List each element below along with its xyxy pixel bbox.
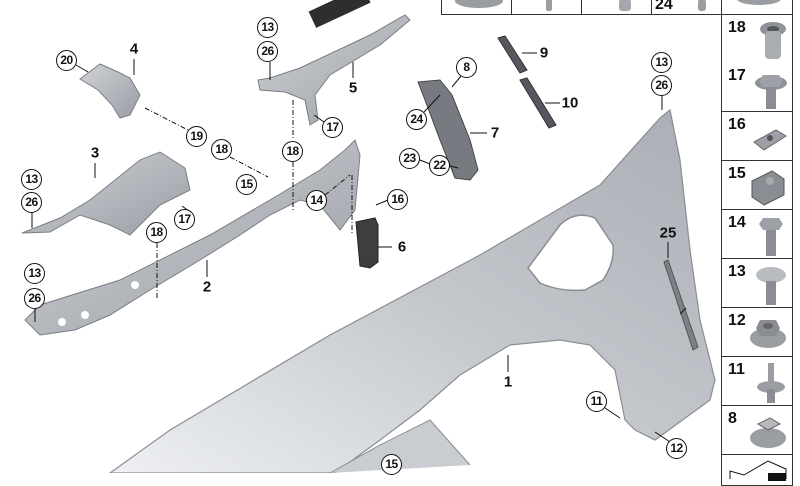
rivet-nut-icon bbox=[760, 22, 786, 59]
label-part-7: 7 bbox=[490, 124, 500, 142]
part-bracket-3 bbox=[21, 151, 191, 236]
callout-16[interactable]: 16 bbox=[387, 189, 408, 210]
fastener-number: 24 bbox=[655, 0, 673, 13]
part-strip bbox=[663, 259, 699, 351]
plug-icon bbox=[619, 0, 631, 11]
part-seal-top bbox=[308, 0, 371, 28]
diagram-drawing bbox=[21, 0, 716, 473]
callout-15[interactable]: 15 bbox=[381, 454, 402, 475]
part-bracket-5 bbox=[257, 14, 411, 126]
part-pad-6 bbox=[355, 217, 379, 269]
callout-26[interactable]: 26 bbox=[257, 41, 278, 62]
fastener-number: 8 bbox=[728, 410, 737, 427]
fastener-cell[interactable]: 24 bbox=[651, 0, 723, 15]
callout-18[interactable]: 18 bbox=[146, 222, 167, 243]
fastener-cell-16[interactable]: 16 bbox=[721, 112, 793, 161]
callout-13[interactable]: 13 bbox=[21, 169, 42, 190]
fastener-cell[interactable] bbox=[721, 0, 793, 15]
callout-14[interactable]: 14 bbox=[306, 190, 327, 211]
callout-26[interactable]: 26 bbox=[21, 192, 42, 213]
fastener-cell-shim[interactable] bbox=[721, 455, 793, 486]
clip-nut-icon bbox=[753, 129, 787, 151]
callout-17[interactable]: 17 bbox=[322, 117, 343, 138]
washer-icon bbox=[455, 0, 503, 8]
part-seal-9 bbox=[497, 35, 528, 74]
part-carrier bbox=[24, 139, 361, 336]
fastener-cell[interactable] bbox=[581, 0, 653, 15]
fastener-cell-14[interactable]: 14 bbox=[721, 210, 793, 259]
fastener-cell-11[interactable]: 11 bbox=[721, 357, 793, 406]
flange-nut-icon bbox=[750, 320, 786, 348]
fastener-cell-18[interactable]: 18 bbox=[721, 14, 793, 64]
stud-bolt-icon bbox=[757, 363, 785, 403]
fastener-cell[interactable] bbox=[511, 0, 583, 15]
pin-icon bbox=[546, 0, 552, 11]
cage-nut-icon bbox=[751, 170, 785, 206]
callout-17[interactable]: 17 bbox=[174, 209, 195, 230]
fastener-number: 17 bbox=[728, 67, 746, 84]
callout-20[interactable]: 20 bbox=[56, 50, 77, 71]
fastener-number: 12 bbox=[728, 312, 746, 329]
callout-13[interactable]: 13 bbox=[257, 17, 278, 38]
label-part-5: 5 bbox=[348, 79, 358, 97]
callout-18[interactable]: 18 bbox=[211, 139, 232, 160]
fastener-cell-17[interactable]: 17 bbox=[721, 63, 793, 112]
fastener-cell-12[interactable]: 12 bbox=[721, 308, 793, 357]
label-part-6: 6 bbox=[397, 238, 407, 256]
part-seal-10 bbox=[519, 77, 557, 129]
callout-8[interactable]: 8 bbox=[456, 57, 477, 78]
fastener-number: 18 bbox=[728, 19, 746, 36]
fastener-number: 15 bbox=[728, 165, 746, 182]
callout-26[interactable]: 26 bbox=[24, 288, 45, 309]
fastener-cell-13[interactable]: 13 bbox=[721, 259, 793, 308]
leader-lines bbox=[31, 52, 671, 443]
fastener-cell-8[interactable]: 8 bbox=[721, 406, 793, 455]
callout-18[interactable]: 18 bbox=[282, 141, 303, 162]
fastener-cell-15[interactable]: 15 bbox=[721, 161, 793, 210]
fastener-number: 13 bbox=[728, 263, 746, 280]
callout-23[interactable]: 23 bbox=[399, 148, 420, 169]
callout-22[interactable]: 22 bbox=[429, 155, 450, 176]
part-bracket-7 bbox=[417, 79, 479, 181]
parts-diagram: 1 2 3 4 5 6 7 9 10 25 20 13 26 17 19 18 … bbox=[21, 0, 793, 486]
hex-bolt-icon bbox=[759, 218, 783, 256]
label-part-4: 4 bbox=[129, 40, 139, 58]
shim-icon bbox=[729, 460, 787, 481]
threaded-pin-icon bbox=[698, 0, 706, 11]
label-part-9: 9 bbox=[539, 44, 549, 62]
label-part-25: 25 bbox=[659, 224, 677, 242]
label-part-10: 10 bbox=[561, 94, 579, 112]
assembly-lines bbox=[144, 100, 353, 300]
fastener-number: 16 bbox=[728, 116, 746, 133]
callout-15[interactable]: 15 bbox=[236, 174, 257, 195]
callout-12[interactable]: 12 bbox=[666, 438, 687, 459]
fastener-number: 14 bbox=[728, 214, 746, 231]
fastener-cell[interactable] bbox=[441, 0, 513, 15]
round-head-screw-icon bbox=[756, 267, 786, 305]
square-nut-icon bbox=[750, 417, 786, 448]
fastener-number: 11 bbox=[728, 361, 745, 378]
callout-19[interactable]: 19 bbox=[186, 126, 207, 147]
part-fender bbox=[108, 108, 716, 473]
label-part-3: 3 bbox=[90, 144, 100, 162]
callout-11[interactable]: 11 bbox=[586, 391, 607, 412]
washer-icon bbox=[737, 0, 781, 5]
callout-13[interactable]: 13 bbox=[24, 263, 45, 284]
label-part-2: 2 bbox=[202, 278, 212, 296]
callout-26[interactable]: 26 bbox=[651, 75, 672, 96]
label-part-1: 1 bbox=[503, 373, 513, 391]
callout-24[interactable]: 24 bbox=[406, 109, 427, 130]
callout-13[interactable]: 13 bbox=[651, 52, 672, 73]
hex-bolt-icon bbox=[755, 75, 787, 109]
part-bracket-4 bbox=[79, 63, 141, 119]
